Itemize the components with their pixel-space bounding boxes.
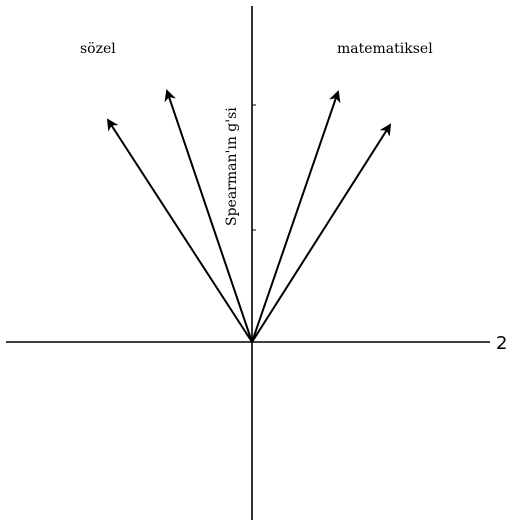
verbal-vector-outer [106, 118, 253, 343]
verbal-group-label: sözel [80, 41, 116, 57]
math-group-label: matematiksel [337, 41, 433, 57]
math-vector-outer [251, 123, 392, 343]
horizontal-axis-number: 2 [496, 333, 507, 354]
verbal-vector-inner [164, 89, 253, 343]
math-vector-inner [251, 90, 341, 343]
vertical-axis-label: Spearman'ın g'si [224, 107, 240, 226]
